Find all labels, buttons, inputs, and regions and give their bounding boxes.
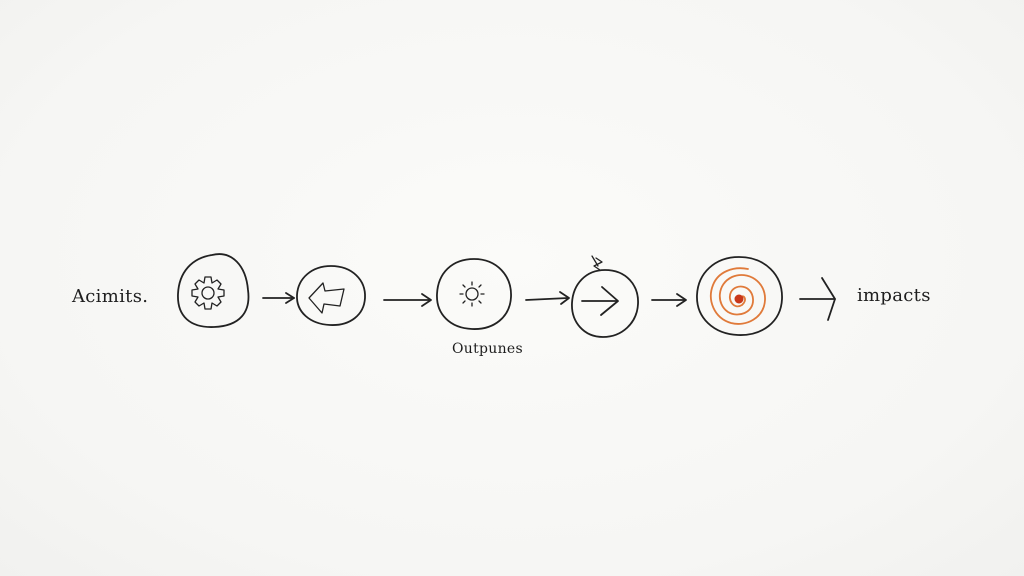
node-5-outline <box>696 256 783 336</box>
target-spiral-icon <box>709 267 766 325</box>
left-arrow-icon <box>308 282 345 314</box>
outputs-label: Outpunes <box>452 341 523 357</box>
start-label: Acimits. <box>72 286 149 307</box>
scribble-mark <box>591 255 603 271</box>
node-5 <box>696 256 783 336</box>
gear-icon <box>191 276 225 310</box>
arrow-5 <box>799 277 836 321</box>
impacts-label: impacts <box>857 285 931 306</box>
sun-gear-icon <box>459 281 485 307</box>
node-2-outline <box>296 265 366 326</box>
node-2 <box>296 265 366 326</box>
arrow-4 <box>651 293 687 307</box>
arrow-2 <box>383 293 432 307</box>
node-4 <box>571 269 639 338</box>
arrow-1 <box>262 292 295 304</box>
node-1 <box>177 253 250 328</box>
node-4-outline <box>571 269 639 338</box>
node-3-outline <box>436 258 512 330</box>
node-3 <box>436 258 512 330</box>
arrow-3 <box>525 291 570 305</box>
node-1-outline <box>177 253 250 328</box>
right-arrow-icon <box>581 286 619 316</box>
